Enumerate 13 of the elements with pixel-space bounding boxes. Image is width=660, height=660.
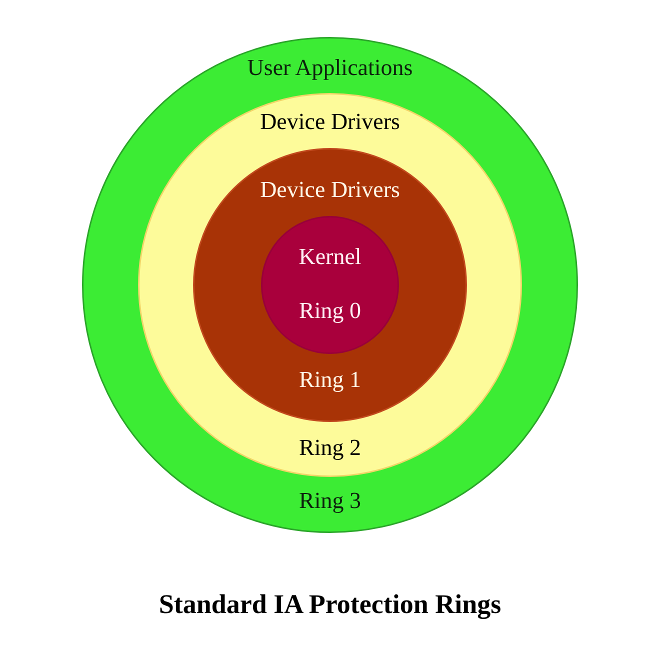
ring-label: Ring 3 [299, 486, 361, 514]
inner-ring [193, 148, 467, 422]
diagram-title: Standard IA Protection Rings [158, 588, 502, 620]
ring-label: Ring 2 [299, 434, 361, 460]
layer-label: Kernel [298, 242, 362, 270]
middle-ring [138, 93, 522, 477]
layer-label: User Applications [247, 54, 413, 80]
layer-label: Device Drivers [260, 108, 400, 134]
ring-label: Ring 0 [299, 296, 361, 324]
outer-ring [82, 37, 578, 533]
core-circle [261, 216, 399, 354]
ring-label: Ring 1 [299, 366, 361, 392]
layer-label: Device Drivers [260, 176, 400, 202]
